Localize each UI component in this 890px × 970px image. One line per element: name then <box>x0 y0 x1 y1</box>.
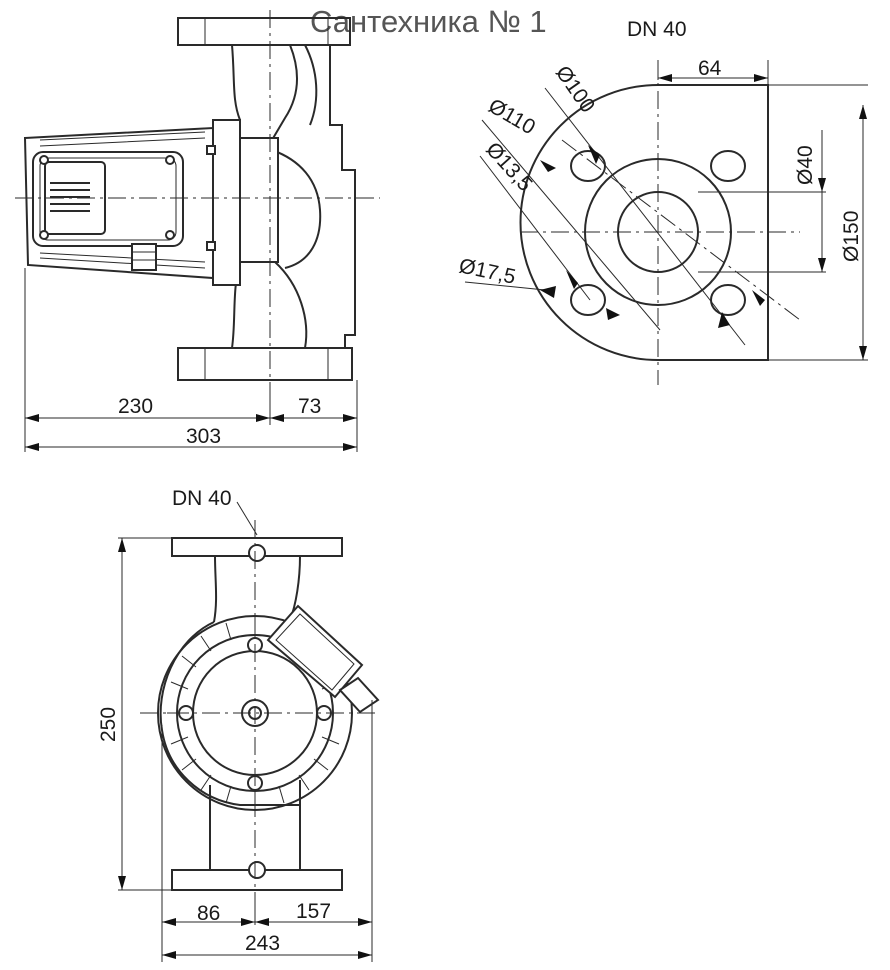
side-view: 230 73 303 <box>15 10 380 452</box>
dim-d150: Ø150 <box>840 211 863 262</box>
dn-label-top: DN 40 <box>627 18 687 41</box>
watermark: Сантехника № 1 <box>310 4 547 39</box>
dim-d13-5: Ø13,5 <box>481 138 536 196</box>
dim-d40: Ø40 <box>794 145 817 185</box>
dim-157: 157 <box>296 900 331 923</box>
dim-64: 64 <box>698 57 722 80</box>
bolt-hole <box>570 150 606 182</box>
dn-label-bottom: DN 40 <box>172 487 232 510</box>
dim-243: 243 <box>245 932 280 955</box>
dim-303: 303 <box>186 425 221 448</box>
bolt-hole <box>710 150 746 182</box>
terminal-box <box>266 604 380 714</box>
dim-230: 230 <box>118 395 153 418</box>
vent-icon <box>50 182 90 212</box>
dim-73: 73 <box>298 395 321 418</box>
flange-view: DN 40 64 <box>457 18 868 385</box>
dim-86: 86 <box>197 902 220 925</box>
dim-d100: Ø100 <box>551 62 599 117</box>
front-view: DN 40 <box>97 487 380 962</box>
bolt-hole <box>710 284 746 316</box>
dim-d17-5: Ø17,5 <box>457 254 518 288</box>
bolt-hole <box>570 284 606 316</box>
dim-250: 250 <box>97 707 120 742</box>
